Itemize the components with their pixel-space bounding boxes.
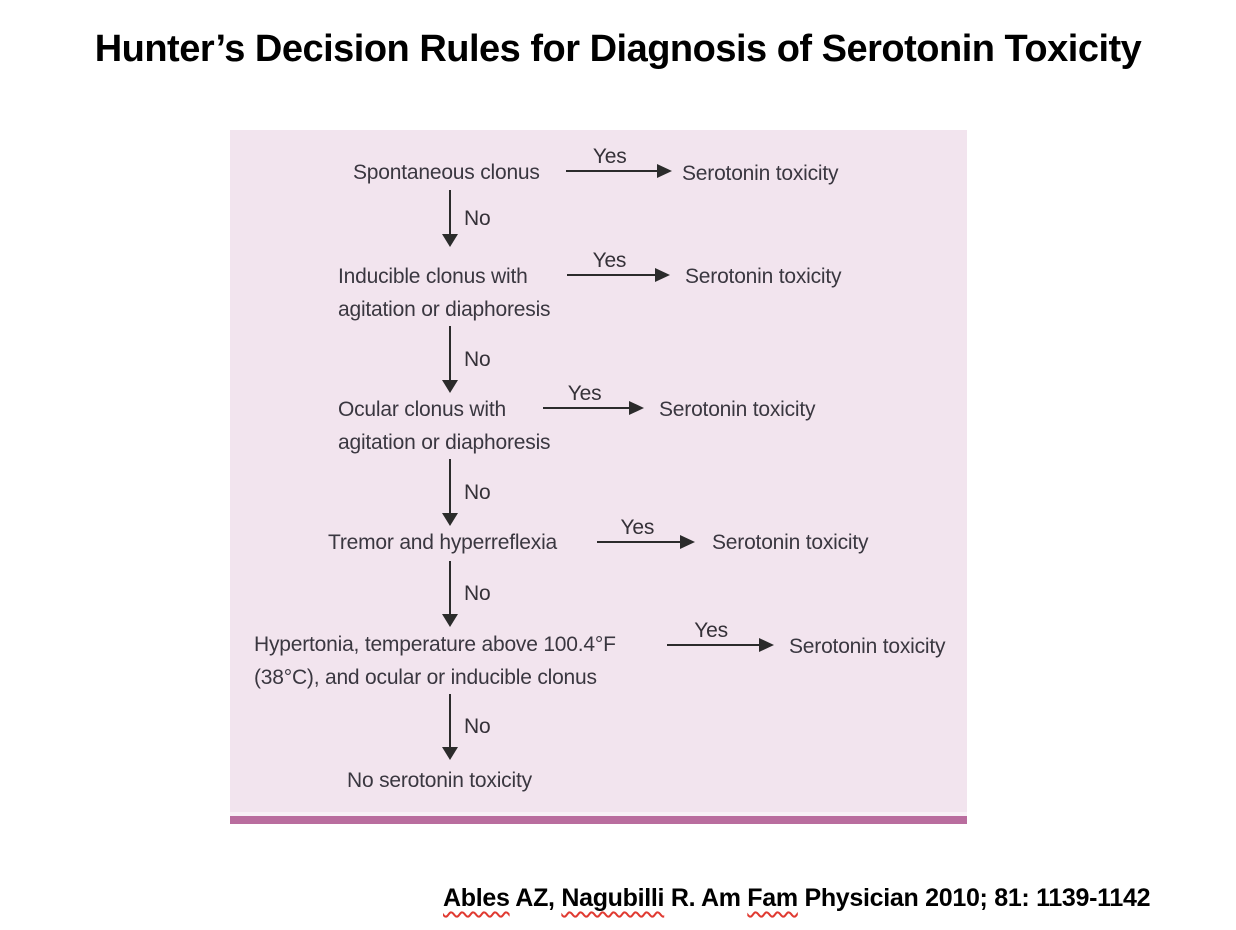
arrowhead-down-icon <box>442 747 458 760</box>
condition-line-2: agitation or diaphoresis <box>338 431 551 454</box>
flowchart-panel: Spontaneous clonus Yes Serotonin toxicit… <box>230 130 967 824</box>
yes-arrow-2: Yes <box>567 249 670 282</box>
arrowhead-right-icon <box>629 401 644 415</box>
condition-step-5: Hypertonia, temperature above 100.4°F (3… <box>254 628 616 694</box>
yes-label: Yes <box>567 382 602 405</box>
arrowhead-right-icon <box>759 638 774 652</box>
citation-segment: Ables <box>443 884 510 912</box>
citation-segment: Nagubilli <box>561 884 665 912</box>
result-step-3: Serotonin toxicity <box>659 398 816 421</box>
final-result: No serotonin toxicity <box>347 769 532 792</box>
yes-label: Yes <box>694 619 728 642</box>
result-step-2: Serotonin toxicity <box>685 265 842 288</box>
yes-label: Yes <box>592 145 627 168</box>
condition-line-1: Hypertonia, temperature above 100.4°F <box>254 633 616 656</box>
condition-step-3: Ocular clonus with agitation or diaphore… <box>338 393 551 459</box>
citation-segment: Fam <box>747 884 798 912</box>
result-step-5: Serotonin toxicity <box>789 635 946 658</box>
condition-step-4: Tremor and hyperreflexia <box>328 531 558 554</box>
arrow-line <box>597 541 683 543</box>
yes-arrow-5: Yes <box>667 619 774 652</box>
arrowhead-right-icon <box>680 535 695 549</box>
arrow-line <box>449 694 451 749</box>
no-arrow-2: No <box>442 326 491 393</box>
no-arrow-1: No <box>442 190 491 247</box>
citation-segment: AZ, <box>509 884 562 912</box>
condition-step-1: Spontaneous clonus <box>353 161 540 184</box>
arrowhead-down-icon <box>442 614 458 627</box>
condition-step-2: Inducible clonus with agitation or diaph… <box>338 260 551 326</box>
condition-line-2: (38°C), and ocular or inducible clonus <box>254 666 597 689</box>
page-title: Hunter’s Decision Rules for Diagnosis of… <box>94 28 1142 70</box>
citation-text: Ables AZ, Nagubilli R. Am Fam Physician … <box>443 884 1151 913</box>
arrowhead-down-icon <box>442 380 458 393</box>
result-step-1: Serotonin toxicity <box>682 162 839 185</box>
flowchart-bottom-strip <box>230 812 967 816</box>
arrowhead-right-icon <box>655 268 670 282</box>
arrow-line <box>449 459 451 515</box>
no-arrow-4: No <box>442 561 491 627</box>
condition-line-1: Ocular clonus with <box>338 398 506 421</box>
no-arrow-3: No <box>442 459 491 526</box>
arrow-line <box>449 561 451 616</box>
yes-label: Yes <box>592 249 627 272</box>
yes-arrow-4: Yes <box>597 516 695 549</box>
no-label: No <box>464 582 491 605</box>
citation-segment: Physician 2010; 81: 1139-1142 <box>797 884 1151 912</box>
arrowhead-down-icon <box>442 234 458 247</box>
no-arrow-5: No <box>442 694 491 760</box>
yes-arrow-3: Yes <box>543 382 644 415</box>
arrow-line <box>449 326 451 382</box>
arrow-line <box>567 274 658 276</box>
flowchart-background <box>230 130 967 812</box>
arrow-line <box>543 407 632 409</box>
no-label: No <box>464 480 491 504</box>
arrowhead-right-icon <box>657 164 672 178</box>
no-label: No <box>464 347 491 371</box>
no-label: No <box>464 206 491 230</box>
flowchart-bottom-bar <box>230 816 967 824</box>
arrow-line <box>667 644 762 646</box>
citation-segment: R. Am <box>664 884 748 912</box>
yes-arrow-1: Yes <box>566 145 672 178</box>
condition-line-2: agitation or diaphoresis <box>338 298 551 321</box>
arrow-line <box>449 190 451 236</box>
no-label: No <box>464 715 491 738</box>
yes-label: Yes <box>620 516 655 539</box>
arrow-line <box>566 170 660 172</box>
arrowhead-down-icon <box>442 513 458 526</box>
result-step-4: Serotonin toxicity <box>712 531 869 554</box>
condition-line-1: Inducible clonus with <box>338 265 528 288</box>
